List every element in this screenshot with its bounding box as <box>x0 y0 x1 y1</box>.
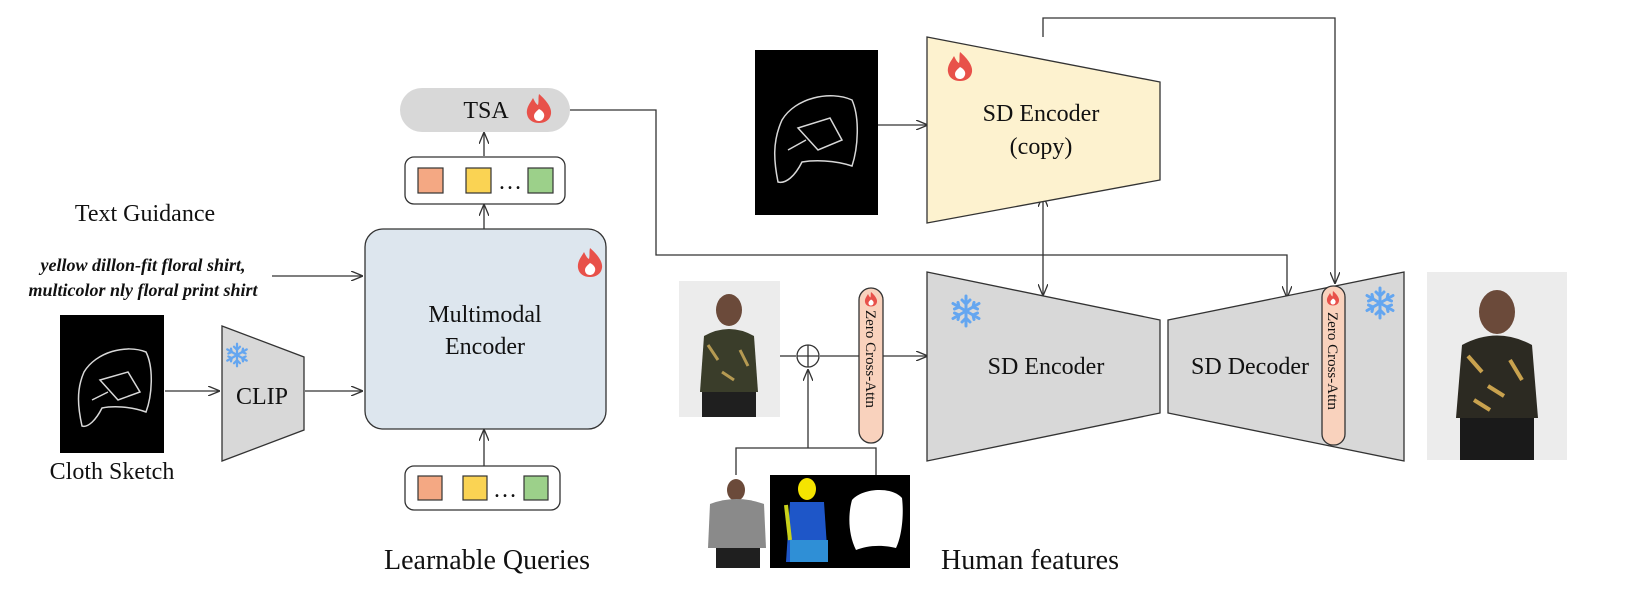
human-features-bracket <box>735 447 877 475</box>
tsa-module: TSA <box>400 88 570 132</box>
query-token-green <box>523 475 549 501</box>
parsing-map-image <box>770 475 842 568</box>
clip-label: CLIP <box>236 384 288 410</box>
text-guidance-label: Text Guidance <box>75 201 215 227</box>
output-person-image <box>1427 272 1567 460</box>
tsa-label: TSA <box>463 98 509 124</box>
clip-module: CLIP <box>221 325 305 462</box>
cloth-sketch-label: Cloth Sketch <box>50 459 175 485</box>
sd-decoder-label: SD Decoder <box>1191 354 1309 380</box>
query-ellipsis: … <box>493 477 517 503</box>
tsa-to-decoder-arrow <box>570 109 1287 297</box>
sd-encoder-copy-label-line-1: SD Encoder <box>983 101 1100 127</box>
human-features-label: Human features <box>941 545 1119 576</box>
cloth-sketch-image <box>60 315 164 453</box>
multimodal-encoder: Multimodal Encoder <box>364 228 607 430</box>
sd-decoder: SD Decoder <box>1167 271 1405 462</box>
sd-encoder-label: SD Encoder <box>988 354 1105 380</box>
learnable-query-group: … <box>404 465 561 511</box>
control-sketch-image <box>755 50 878 215</box>
sd-encoder-copy-label-line-2: (copy) <box>1010 134 1073 160</box>
sd-encoder-copy: SD Encoder (copy) <box>926 36 1161 224</box>
sum-operator <box>796 344 820 368</box>
token-ellipsis: … <box>498 169 522 195</box>
multimodal-label-line-1: Multimodal <box>428 302 542 328</box>
token-green <box>527 167 554 194</box>
text-prompt-line-2: multicolor nly floral print shirt <box>28 280 258 300</box>
text-prompt-line-1: yellow dillon-fit floral shirt, <box>38 255 245 275</box>
zero-cross-attn-right-label: Zero Cross-Attn <box>1324 312 1340 410</box>
sd-copy-to-decoder-arrow <box>1042 17 1335 283</box>
token-yellow <box>465 167 492 194</box>
zero-cross-attn-right: Zero Cross-Attn <box>1321 285 1346 446</box>
zero-cross-attn-left: Zero Cross-Attn <box>858 287 884 444</box>
cloth-mask-image <box>842 475 910 568</box>
query-token-orange <box>417 475 443 501</box>
learnable-queries-label: Learnable Queries <box>384 545 590 576</box>
multimodal-label-line-2: Encoder <box>445 334 525 360</box>
query-token-yellow <box>462 475 488 501</box>
sd-encoder: SD Encoder <box>926 271 1161 462</box>
person-image <box>679 281 780 417</box>
token-orange <box>417 167 444 194</box>
agnostic-person-image <box>702 475 770 568</box>
human-feature-images <box>702 475 910 568</box>
zero-cross-attn-left-label: Zero Cross-Attn <box>862 310 878 408</box>
output-token-group: … <box>404 156 566 205</box>
